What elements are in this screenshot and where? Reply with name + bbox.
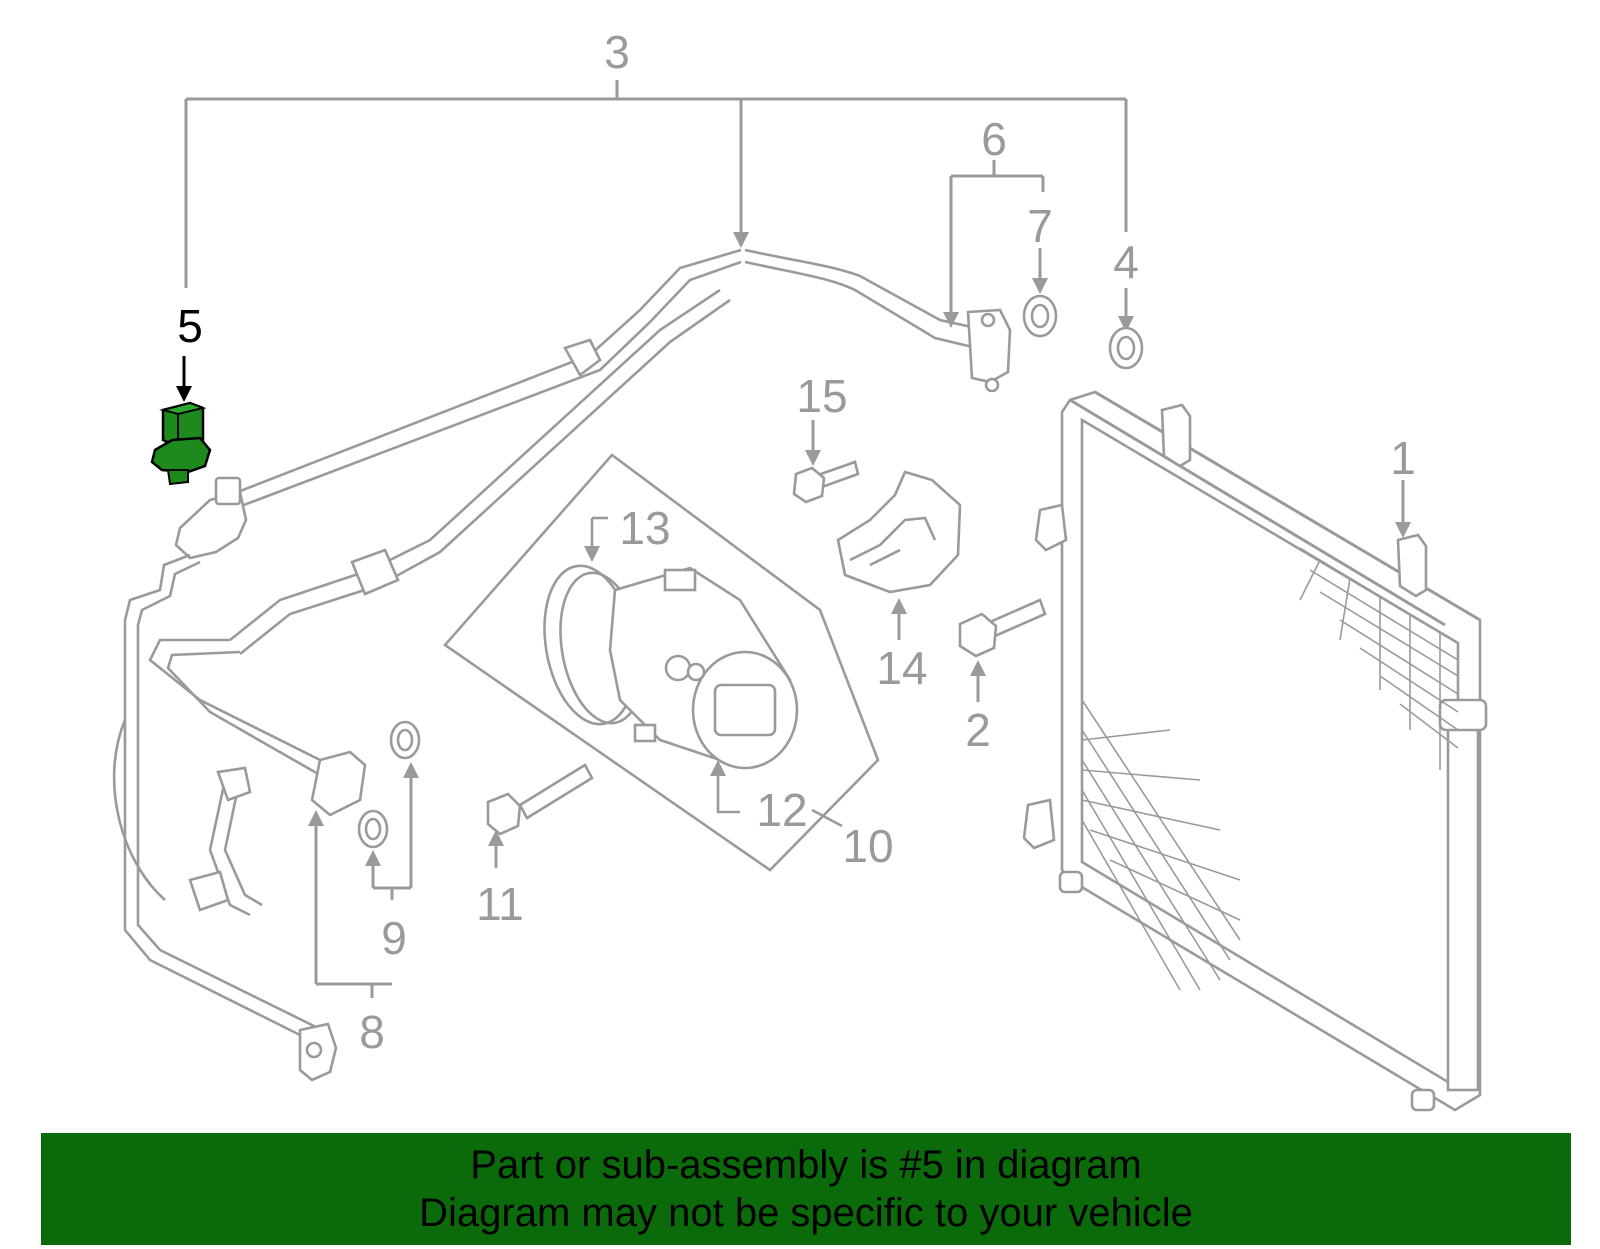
condenser-fin-hatch-bottom bbox=[1081, 699, 1241, 991]
leader-group-6 bbox=[943, 160, 1134, 332]
callout-labels: 3 6 7 4 5 15 1 13 14 2 12 10 11 9 8 bbox=[177, 26, 1416, 1058]
o-rings-part-9 bbox=[357, 720, 421, 900]
callout-13: 13 bbox=[619, 502, 670, 554]
o-ring-part-4 bbox=[1108, 326, 1144, 370]
callout-14: 14 bbox=[876, 642, 927, 694]
o-ring-part-7 bbox=[1022, 294, 1058, 338]
bracket-part-14 bbox=[836, 470, 962, 640]
bolt-part-2 bbox=[958, 598, 1047, 702]
callout-15: 15 bbox=[796, 370, 847, 422]
leader-group-3 bbox=[184, 80, 1128, 288]
callout-3: 3 bbox=[604, 26, 630, 78]
info-banner: Part or sub-assembly is #5 in diagram Di… bbox=[41, 1133, 1571, 1245]
callout-6: 6 bbox=[981, 113, 1007, 165]
callout-10: 10 bbox=[842, 820, 893, 872]
bolt-part-15 bbox=[792, 420, 860, 504]
callout-1: 1 bbox=[1390, 432, 1416, 484]
callout-4: 4 bbox=[1113, 236, 1139, 288]
callout-12: 12 bbox=[756, 784, 807, 836]
callout-2: 2 bbox=[965, 704, 991, 756]
pressure-switch-part-5[interactable] bbox=[150, 356, 212, 486]
condenser-part-1 bbox=[1022, 390, 1488, 1112]
condenser-fin-hatch-top bbox=[1299, 547, 1459, 770]
callout-9: 9 bbox=[381, 912, 407, 964]
callout-8: 8 bbox=[359, 1006, 385, 1058]
refrigerant-lines bbox=[112, 248, 1012, 1082]
leader-group-8 bbox=[308, 810, 392, 998]
compressor-assembly-10 bbox=[443, 453, 880, 872]
bolt-part-11 bbox=[486, 763, 594, 868]
banner-line-2: Diagram may not be specific to your vehi… bbox=[419, 1191, 1193, 1235]
callout-11: 11 bbox=[476, 878, 524, 930]
callout-5: 5 bbox=[177, 300, 203, 352]
banner-line-1: Part or sub-assembly is #5 in diagram bbox=[470, 1143, 1142, 1187]
callout-7: 7 bbox=[1027, 200, 1053, 252]
